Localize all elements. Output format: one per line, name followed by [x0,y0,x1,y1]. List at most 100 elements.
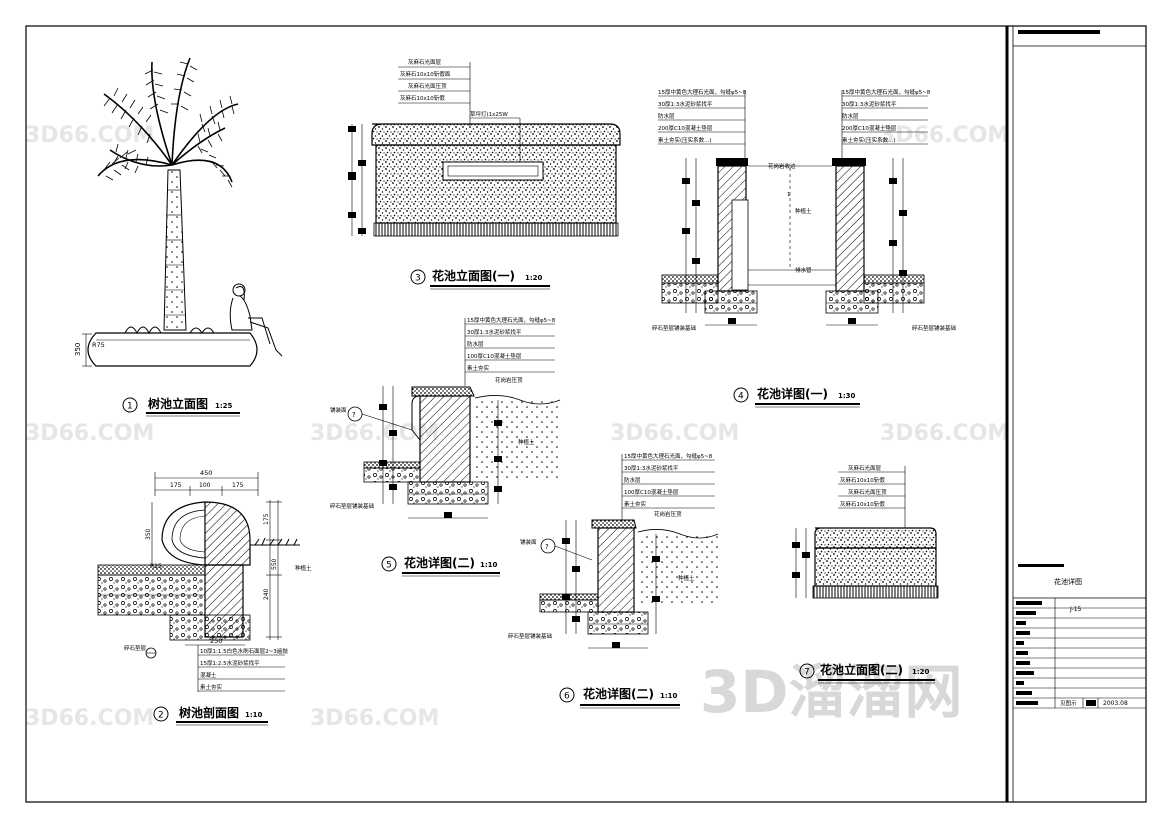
detail-2-tree-pool-section: 450 175 100 175 种植土 175 [97,469,312,726]
note-line: 灰麻石10x10斩假 [840,476,885,484]
note-line: 素土夯实(压实系数...) [842,136,896,144]
base-label: 碎石垫层铺装基础 [912,324,957,332]
watermark-text: 3D66.COM [310,706,439,731]
note-line: 灰麻石光面层 [408,58,442,66]
coping-label: 花岗岩压顶 [654,510,682,518]
soil-label: 种植土 [295,564,312,572]
watermark-layer: 3D66.COM 3D66.COM 3D66.COM 3D66.COM 3D66… [25,123,1009,731]
inner-label: 1 [787,192,791,198]
detail-number: 5 [386,561,392,571]
note-line: 200厚C10混凝土垫层 [842,124,897,132]
dim-label: 350 [145,528,152,540]
note-line: 灰麻石10x10斩假 [400,94,445,102]
watermark-text: 3D66.COM [25,123,154,148]
soil-label: 种植土 [518,438,535,446]
dim-radius: R75 [92,341,105,349]
detail-scale: 1:30 [838,392,856,400]
note-line: 100厚C10混凝土垫层 [624,488,679,496]
note-line: 素土夯实 [467,364,490,372]
note-line: 防水层 [842,112,859,120]
detail-number: 2 [158,711,164,721]
note-line: 灰麻石10x10斩假面 [400,70,451,78]
base-label: 碎石垫层铺装基础 [508,632,553,640]
detail-number: 7 [804,668,810,678]
base-label: 碎石垫层铺装基础 [652,324,697,332]
note-line: 防水层 [658,112,675,120]
note-line: 30厚1:3水泥砂浆找平 [658,100,713,108]
gravel-label: 碎石垫层 [124,644,147,652]
detail-title: 花池立面图(一) [432,268,515,283]
soil-label: 种植土 [678,574,695,582]
detail-title: 花池详图(二) [583,686,654,701]
dim-label: 175 [170,482,182,489]
note-line: 防水层 [624,476,641,484]
note-line: 10厚1:1.5白色水刷石面层2~3遍抛 [200,647,288,655]
coping-label: 花岗岩压顶 [495,376,523,384]
detail-number: 3 [415,274,421,284]
detail-7-flower-pool-elevation: 灰麻石光面层 灰麻石10x10斩假 灰麻石光面压顶 灰麻石10x10斩假 7 花… [792,464,939,684]
detail-title: 花池详图(二) [404,555,475,570]
sheet-frame [25,25,1147,803]
detail-scale: 1:10 [245,711,263,719]
person-figure [229,283,283,357]
watermark-text: 3D66.COM [310,421,439,446]
note-line: 100厚C10混凝土垫层 [467,352,522,360]
detail-scale: 1:20 [912,668,930,676]
pave-label: 铺装面 [330,406,347,414]
note-line: 30厚1:3水泥砂浆找平 [842,100,897,108]
detail-scale: 1:10 [660,692,678,700]
detail-6-flower-pool-detail: 15厚中黄色大理石光面，勾缝φ5~8 30厚1:3水泥砂浆找平 防水层 100厚… [508,452,719,709]
watermark-text: 3D66.COM [25,706,154,731]
pave-label: 铺装面 [520,538,537,546]
note-line: 200厚C10混凝土垫层 [658,124,713,132]
note-line: 15厚中黄色大理石光面，勾缝φ5~8 [658,88,747,96]
dim-label: R15 [150,563,162,570]
detail-title: 树池剖面图 [179,705,239,720]
sheet-title: 花池详图 [1054,577,1082,586]
detail-5-flower-pool-detail: 15厚中黄色大理石光面，勾缝φ5~8 30厚1:3水泥砂浆找平 防水层 100厚… [330,316,561,577]
detail-title: 树池立面图 [148,396,208,411]
note-line: 防水层 [467,340,484,348]
detail-number: 6 [564,692,570,702]
detail-3-flower-pool-elevation: 灰麻石光面层 灰麻石10x10斩假面 灰麻石光面压顶 灰麻石10x10斩假 草坪… [348,58,621,290]
note-line: 30厚1:3水泥砂浆找平 [467,328,522,336]
soil-label: 种植土 [795,207,812,215]
lamp-label: 草坪灯(1x25W [470,110,508,118]
drawing-number: J-15 [1069,606,1082,613]
dim-label: 450 [200,469,212,477]
note-line: 灰麻石光面压顶 [408,82,447,90]
note-line: 15厚中黄色大理石光面，勾缝φ5~8 [842,88,931,96]
detail-1-tree-pool-elevation: 350 R75 1 树池立面图 1:25 [74,57,283,417]
watermark-text: 3D66.COM [880,421,1009,446]
callout-mark: ? [352,411,356,419]
scale-label: 见图示 [1060,699,1077,707]
dim-label: 175 [232,482,244,489]
dim-label: 250 [210,637,222,645]
dim-height: 350 [74,343,82,356]
note-line: 灰麻石光面压顶 [848,488,887,496]
note-line: 15厚1:2.5水泥砂浆找平 [200,659,260,667]
detail-title: 花池立面图(二) [820,662,903,677]
note-line: 灰麻石10x10斩假 [840,500,885,508]
note-line: 素土夯实 [624,500,647,508]
detail-title: 花池详图(一) [757,386,828,401]
note-line: 灰麻石光面层 [848,464,882,472]
base-label: 碎石垫层铺装基础 [330,502,375,510]
dim-label: 175 [263,513,270,525]
detail-4-flower-pool-detail: 15厚中黄色大理石光面，勾缝φ5~8 30厚1:3水泥砂浆找平 防水层 200厚… [652,88,957,408]
note-line: 素土夯实 [200,683,223,691]
detail-number: 1 [127,402,133,412]
title-block: 花池详图 J-15 见图示 2 [1013,30,1146,709]
note-line: 15厚中黄色大理石光面，勾缝φ5~8 [467,316,556,324]
detail-scale: 1:20 [525,274,543,282]
watermark-text: 3D66.COM [610,421,739,446]
note-line: 30厚1:3水泥砂浆找平 [624,464,679,472]
detail-scale: 1:25 [215,402,233,410]
note-line: 混凝土 [200,671,217,679]
dim-label: 240 [263,588,270,600]
sheet-date: 2003.08 [1103,700,1128,707]
detail-scale: 1:10 [480,561,498,569]
note-line: 素土夯实(压实系数...) [658,136,712,144]
watermark-text: 3D66.COM [25,421,154,446]
